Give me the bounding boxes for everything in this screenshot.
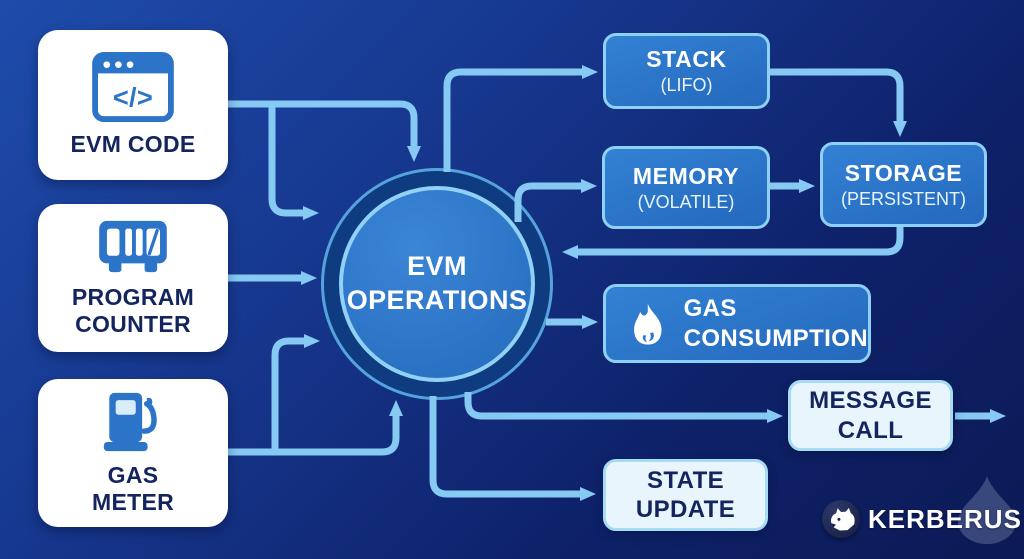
- flame-icon: [634, 302, 662, 345]
- edge-evm-code-to-circle-top: [228, 100, 421, 162]
- state-update-label-line2: UPDATE: [635, 496, 736, 523]
- program-counter-icon: [99, 220, 167, 272]
- storage-title: STORAGE: [844, 159, 963, 186]
- stack-node: STACK (LIFO): [603, 33, 770, 109]
- gas-consumption-label-line1: GAS: [683, 295, 737, 323]
- evm-code-node: </> EVM CODE: [38, 30, 228, 180]
- edge-evm-code-to-circle-upper-left: [268, 104, 319, 220]
- fuel-pump-icon: [103, 392, 157, 452]
- gas-consumption-label-line2: CONSUMPTION: [683, 324, 868, 352]
- gas-meter-label-line2: METER: [92, 488, 174, 515]
- code-window-icon: </>: [92, 52, 174, 123]
- evm-code-label: EVM CODE: [70, 131, 196, 158]
- storage-node: STORAGE (PERSISTENT): [820, 142, 987, 227]
- edge-gas-meter-to-circle-lower-left: [271, 334, 320, 452]
- kerberus-logo: KERBERUS: [822, 476, 1021, 550]
- gas-meter-label-line1: GAS: [107, 461, 159, 488]
- droplet-watermark-icon: [958, 476, 1016, 544]
- storage-subtitle: (PERSISTENT): [840, 188, 966, 209]
- evm-operations-label-line1: EVM: [407, 251, 467, 282]
- edge-stack-to-storage: [770, 68, 907, 137]
- program-counter-node: PROGRAM COUNTER: [38, 204, 228, 352]
- state-update-label-line1: STATE: [646, 466, 725, 494]
- memory-node: MEMORY (VOLATILE): [602, 146, 770, 229]
- state-update-node: STATE UPDATE: [603, 459, 768, 531]
- edge-circle-to-memory: [514, 179, 597, 222]
- stack-subtitle: (LIFO): [660, 75, 713, 95]
- dog-head-icon: [822, 500, 860, 538]
- edge-gas-meter-to-circle-bottom: [228, 400, 403, 456]
- program-counter-label-line2: COUNTER: [75, 310, 191, 337]
- memory-subtitle: (VOLATILE): [637, 191, 735, 212]
- evm-operations-label-line2: OPERATIONS: [346, 285, 528, 315]
- message-call-label-line2: CALL: [837, 416, 904, 444]
- evm-operations-node: EVM OPERATIONS: [339, 186, 535, 382]
- memory-title: MEMORY: [632, 162, 740, 189]
- program-counter-label-line1: PROGRAM: [71, 283, 195, 310]
- edge-circle-to-message-call: [464, 392, 783, 423]
- stack-title: STACK: [646, 46, 727, 72]
- edge-storage-to-circle: [562, 227, 904, 259]
- gas-consumption-node: GAS CONSUMPTION: [603, 284, 871, 363]
- kerberus-wordmark: KERBERUS: [868, 503, 1022, 534]
- code-glyph: </>: [113, 82, 153, 113]
- gas-meter-node: GAS METER: [38, 379, 228, 527]
- edge-circle-to-state-update: [429, 396, 596, 501]
- message-call-node: MESSAGE CALL: [788, 380, 953, 451]
- message-call-label-line1: MESSAGE: [809, 387, 932, 415]
- edge-circle-to-stack: [443, 65, 598, 172]
